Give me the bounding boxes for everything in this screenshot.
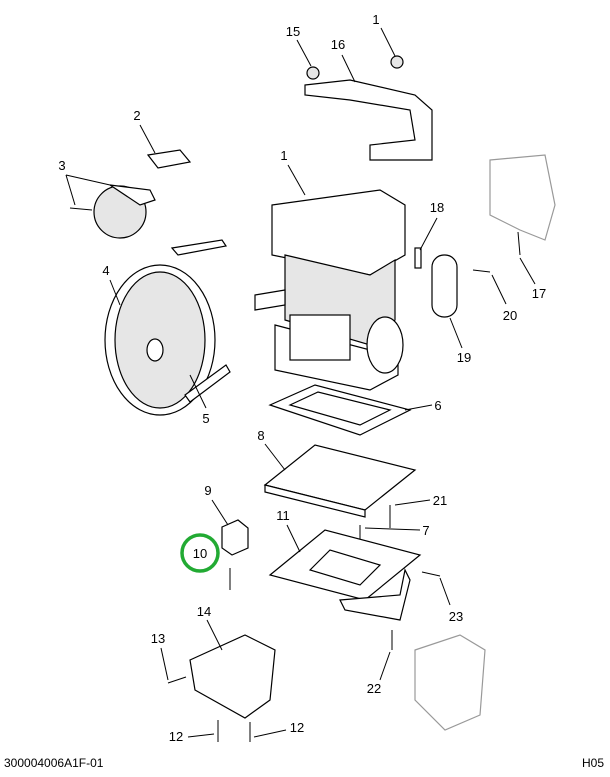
callout-15[interactable]: 15 <box>286 24 300 39</box>
bracket-part-16[interactable] <box>304 79 433 161</box>
clip-part-18[interactable] <box>414 247 422 269</box>
drawing-number: 300004006A1F-01 <box>4 756 104 770</box>
callout-11[interactable]: 11 <box>276 508 290 523</box>
callout-23[interactable]: 23 <box>449 609 463 624</box>
bolt-part-3 <box>69 207 93 211</box>
callout-9[interactable]: 9 <box>204 483 211 498</box>
plate-edge <box>264 484 366 518</box>
callout-5[interactable]: 5 <box>202 411 209 426</box>
callout-12-left[interactable]: 12 <box>169 729 183 744</box>
plate-part-8[interactable] <box>263 444 417 511</box>
callout-21[interactable]: 21 <box>433 493 447 508</box>
callout-14[interactable]: 14 <box>197 604 211 619</box>
callout-22[interactable]: 22 <box>367 681 381 696</box>
housing-part <box>414 634 486 731</box>
callout-2[interactable]: 2 <box>133 108 140 123</box>
nut-part-1-top[interactable] <box>390 55 404 69</box>
callout-labels: 15 16 1 2 3 1 18 17 4 20 19 5 6 8 9 21 7… <box>58 12 546 744</box>
cylinder-part-19[interactable] <box>431 254 458 318</box>
callout-3[interactable]: 3 <box>58 158 65 173</box>
callout-1-top[interactable]: 1 <box>372 12 379 27</box>
callout-12-right[interactable]: 12 <box>290 720 304 735</box>
callout-19[interactable]: 19 <box>457 350 471 365</box>
bolt-part-20[interactable] <box>472 269 491 273</box>
callout-7[interactable]: 7 <box>422 523 429 538</box>
block-part-9[interactable] <box>221 519 249 556</box>
bolt-part-23[interactable] <box>421 571 441 577</box>
callout-6[interactable]: 6 <box>434 398 441 413</box>
callout-10[interactable]: 10 <box>193 546 207 561</box>
callout-18[interactable]: 18 <box>430 200 444 215</box>
callout-1-mid[interactable]: 1 <box>280 148 287 163</box>
bracket-part-17[interactable] <box>489 154 556 241</box>
bolt-part-13[interactable] <box>167 676 187 684</box>
callout-13[interactable]: 13 <box>151 631 165 646</box>
bolt-part-17 <box>517 231 521 256</box>
highlight-circle <box>180 533 220 573</box>
pulley-flange <box>109 184 156 206</box>
pulley-part-4[interactable] <box>114 271 206 409</box>
callout-8[interactable]: 8 <box>257 428 264 443</box>
gasket-inner <box>288 391 392 426</box>
bracket-leg <box>339 568 411 621</box>
leader-lines <box>65 27 536 738</box>
callout-4[interactable]: 4 <box>102 263 109 278</box>
callout-20[interactable]: 20 <box>503 308 517 323</box>
belt-bottom <box>184 364 231 403</box>
gasket-part-2[interactable] <box>146 149 192 169</box>
callout-17[interactable]: 17 <box>532 286 546 301</box>
callout-16[interactable]: 16 <box>331 37 345 52</box>
bracket-slot <box>308 549 382 586</box>
pulley-hub <box>146 338 164 362</box>
belt-top <box>170 239 228 256</box>
bracket-part-14[interactable] <box>189 634 276 719</box>
nut-part-15[interactable] <box>306 66 320 80</box>
sheet-code: H05 <box>581 756 604 770</box>
compressor-part-1[interactable] <box>254 189 406 391</box>
